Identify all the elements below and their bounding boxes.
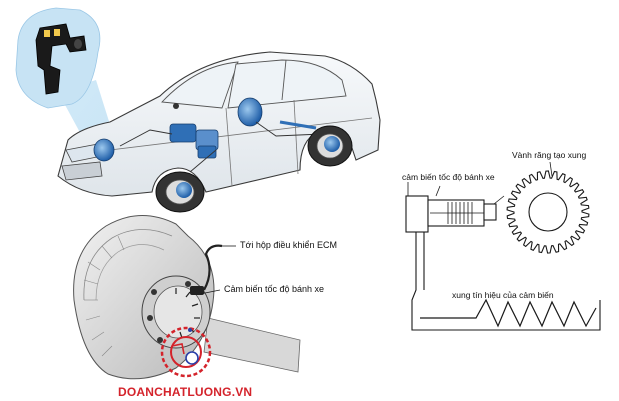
signal-wire: [411, 232, 601, 331]
front-wheel: [155, 171, 205, 213]
watermark-text: DOANCHATLUONG.VN: [118, 385, 252, 399]
label-tone-ring: Vành răng tạo xung: [512, 150, 586, 160]
car-illustration: [57, 51, 381, 213]
car-brake-components: [119, 97, 323, 173]
rear-wheel: [307, 125, 353, 167]
sensor-schematic: [405, 161, 601, 331]
label-to-ecm: Tới hộp điều khiển ECM: [240, 240, 337, 250]
brake-disc-illustration: [73, 215, 301, 380]
signal-waveform: [420, 298, 597, 328]
watermark-logo: [160, 326, 212, 378]
front-left-hub: [93, 138, 115, 162]
label-sensor-signal: xung tín hiệu của cảm biến: [452, 290, 554, 300]
hub-speed-sensor: [190, 244, 223, 295]
schematic-sensor-body: [405, 182, 505, 233]
axle-shaft: [203, 317, 301, 373]
car-grille: [61, 161, 103, 181]
label-sensor-schematic: cảm biến tốc độ bánh xe: [402, 172, 495, 182]
wheel-speed-sensor-part: [35, 23, 87, 95]
car-windshield: [161, 61, 239, 109]
label-wheel-speed-sensor: Cảm biến tốc độ bánh xe: [224, 284, 324, 294]
sensor-inset: [15, 7, 101, 109]
